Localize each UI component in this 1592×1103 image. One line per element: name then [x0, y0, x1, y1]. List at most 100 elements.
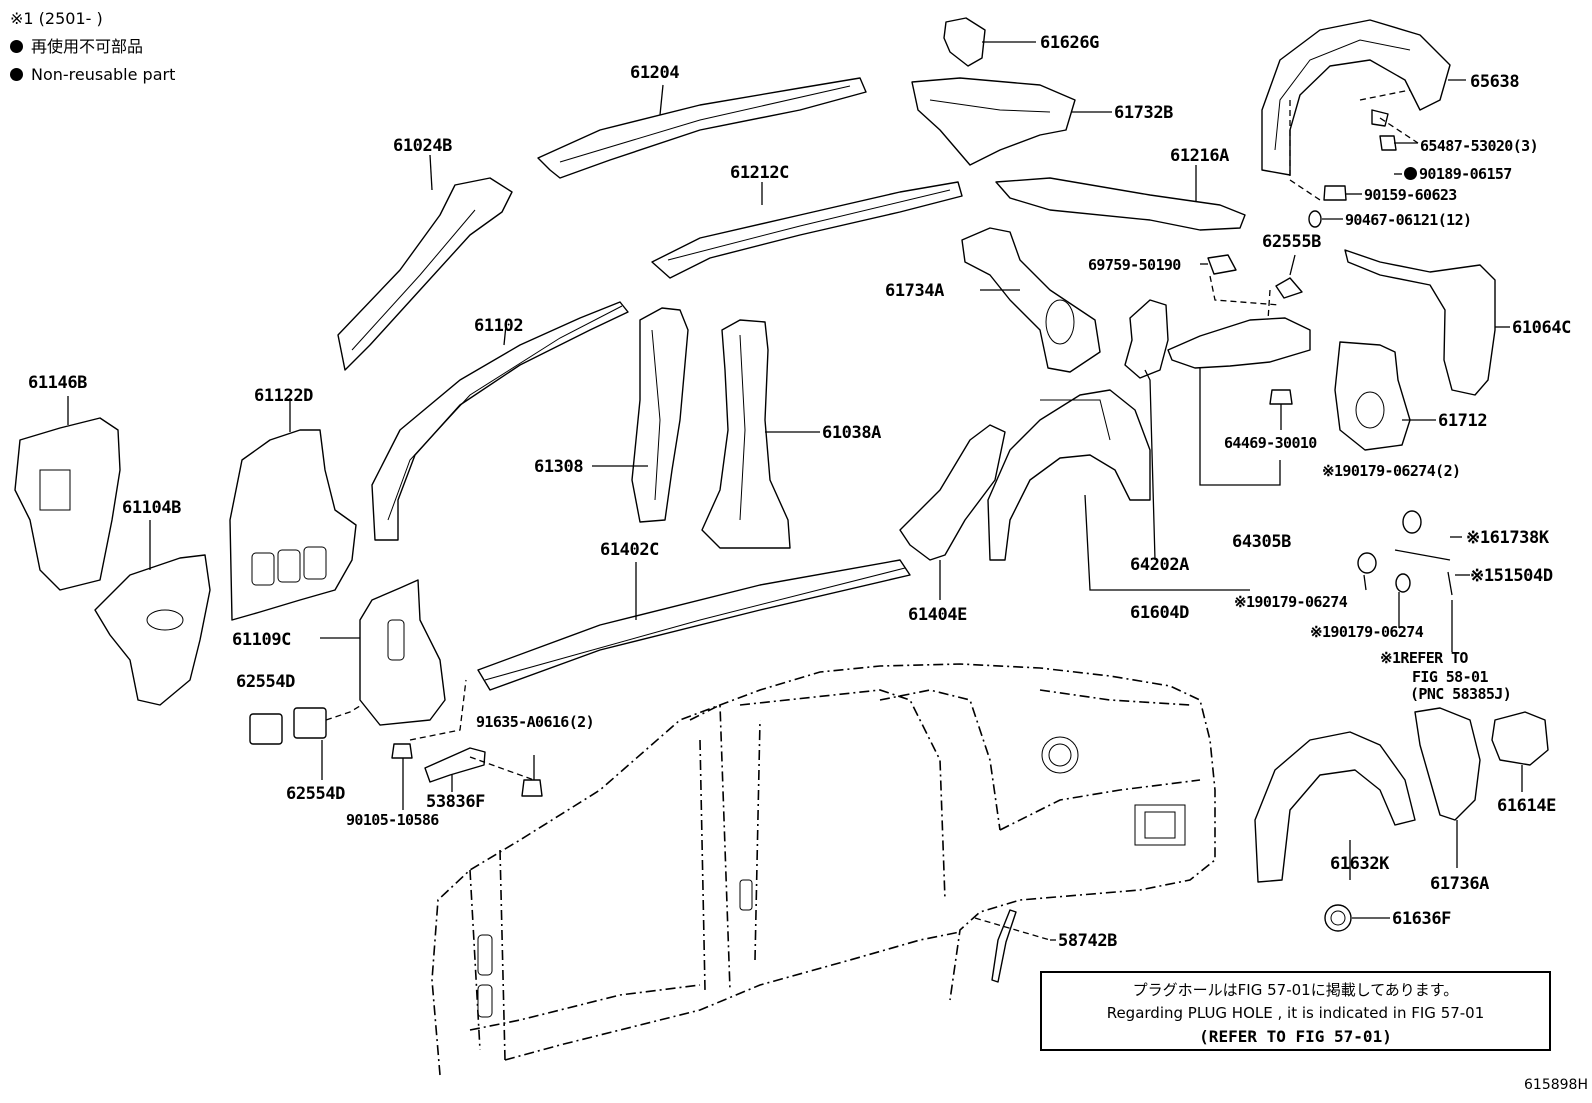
- label-62555B: 62555B: [1262, 232, 1322, 252]
- label-61636F: 61636F: [1392, 909, 1452, 929]
- part-61102: [371, 301, 629, 541]
- label-65638: 65638: [1470, 72, 1520, 92]
- note-line-en: Regarding PLUG HOLE , it is indicated in…: [1106, 1004, 1485, 1022]
- label-64202A: 64202A: [1130, 555, 1190, 575]
- part-61038A: [701, 319, 791, 549]
- part-61204: [537, 77, 867, 179]
- part-190179-06274-2: [1402, 510, 1422, 534]
- part-62554D-b: [293, 707, 327, 739]
- part-61632K: [1254, 731, 1416, 883]
- label-61102: 61102: [474, 316, 524, 336]
- legend-en: Non-reusable part: [10, 65, 175, 85]
- label-151504D: ※151504D: [1470, 566, 1553, 586]
- part-61109C: [359, 579, 446, 726]
- part-190179-06274-b: [1395, 573, 1411, 593]
- label-61604D: 61604D: [1130, 603, 1190, 623]
- part-64202A: [1124, 299, 1169, 379]
- label-61734A: 61734A: [885, 281, 945, 301]
- part-64305B: [1167, 317, 1311, 369]
- legend-note: ※1 (2501- ): [10, 9, 103, 28]
- label-62554D-b: 62554D: [286, 784, 346, 804]
- label-91635-A0616: 91635-A0616(2): [476, 713, 595, 731]
- part-61736A: [1414, 707, 1481, 821]
- part-61216A: [995, 177, 1246, 231]
- label-69759-50190: 69759-50190: [1088, 256, 1181, 274]
- part-90105-10586: [391, 743, 413, 759]
- part-61734A: [961, 227, 1101, 373]
- part-61712: [1334, 341, 1411, 451]
- label-61402C: 61402C: [600, 540, 660, 560]
- legend-en-text: Non-reusable part: [31, 65, 176, 84]
- side-body-outline: [431, 663, 1216, 1076]
- label-90159-60623: 90159-60623: [1364, 186, 1457, 204]
- part-61604D: [987, 389, 1151, 561]
- part-62554D-a: [249, 713, 283, 745]
- legend-jp: 再使用不可部品: [10, 37, 143, 57]
- non-reusable-dot-icon: [10, 68, 23, 81]
- label-64305B: 64305B: [1232, 532, 1292, 552]
- note-box: プラグホールはFIG 57-01に掲載してあります。 Regarding PLU…: [1040, 971, 1551, 1051]
- part-61064C: [1344, 249, 1496, 396]
- part-61404E: [899, 424, 1006, 561]
- part-61146B: [14, 417, 121, 591]
- leader-lines: [67, 41, 1523, 941]
- label-61308: 61308: [534, 457, 584, 477]
- label-61212C: 61212C: [730, 163, 790, 183]
- part-151504D: [1447, 571, 1453, 596]
- label-61712: 61712: [1438, 411, 1488, 431]
- part-58742B: [991, 909, 1017, 983]
- label-61104B: 61104B: [122, 498, 182, 518]
- label-refer-line2: FIG 58-01: [1412, 668, 1488, 686]
- non-reusable-dot-icon: [10, 40, 23, 53]
- part-61626G: [943, 17, 986, 67]
- part-61104B: [94, 554, 211, 706]
- label-61614E: 61614E: [1497, 796, 1557, 816]
- part-61732B: [911, 77, 1076, 166]
- label-61738K: ※161738K: [1466, 528, 1549, 548]
- label-64469-30010: 64469-30010: [1224, 434, 1317, 452]
- part-90189-06157: [1379, 135, 1397, 151]
- label-61732B: 61732B: [1114, 103, 1174, 123]
- part-90467-06121: [1308, 210, 1322, 228]
- part-62555B: [1275, 277, 1303, 299]
- label-65487-53020: 65487-53020(3): [1420, 137, 1539, 155]
- part-61122D: [229, 429, 357, 621]
- label-61404E: 61404E: [908, 605, 968, 625]
- label-61109C: 61109C: [232, 630, 292, 650]
- note-line-jp: プラグホールはFIG 57-01に掲載してあります。: [1132, 981, 1459, 999]
- part-64469-30010: [1269, 389, 1293, 405]
- figure-id: 615898H: [1524, 1077, 1588, 1093]
- part-61636F: [1324, 904, 1352, 932]
- label-90189-06157: 90189-06157: [1404, 164, 1512, 184]
- legend-jp-text: 再使用不可部品: [31, 37, 144, 56]
- label-61216A: 61216A: [1170, 146, 1230, 166]
- label-61204: 61204: [630, 63, 680, 83]
- non-reusable-dot-icon: [1404, 167, 1417, 180]
- label-61024B: 61024B: [393, 136, 453, 156]
- part-61738K: [1394, 549, 1451, 561]
- label-61064C: 61064C: [1512, 318, 1572, 338]
- label-90467-06121: 90467-06121(12): [1345, 211, 1472, 229]
- part-65638: [1261, 19, 1451, 176]
- label-90189-text: 90189-06157: [1419, 165, 1512, 183]
- label-190179-06274-a: ※190179-06274: [1234, 593, 1348, 611]
- part-61614E: [1491, 711, 1549, 766]
- note-line-refer: (REFER TO FIG 57-01): [1199, 1027, 1392, 1046]
- part-61024B: [337, 177, 513, 371]
- part-53836F: [424, 747, 486, 783]
- label-61632K: 61632K: [1330, 854, 1390, 874]
- label-90105-10586: 90105-10586: [346, 811, 439, 829]
- part-69759-50190: [1207, 254, 1237, 275]
- part-61402C: [477, 559, 911, 691]
- label-61038A: 61038A: [822, 423, 882, 443]
- part-61212C: [651, 181, 963, 279]
- label-refer-line1: ※1REFER TO: [1380, 649, 1468, 667]
- label-62554D-a: 62554D: [236, 672, 296, 692]
- part-190179-06274-a: [1357, 552, 1377, 574]
- label-53836F: 53836F: [426, 792, 486, 812]
- label-refer-line3: (PNC 58385J): [1410, 685, 1512, 703]
- label-58742B: 58742B: [1058, 931, 1118, 951]
- label-61626G: 61626G: [1040, 33, 1100, 53]
